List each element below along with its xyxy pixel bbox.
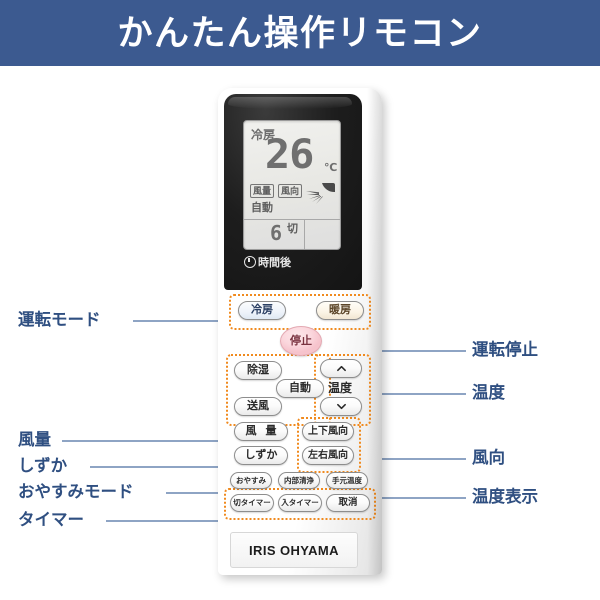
callout-timer: タイマー — [18, 511, 84, 529]
lcd-auto-text: 自動 — [251, 202, 273, 214]
quiet-button[interactable]: しずか — [234, 446, 288, 465]
stop-button[interactable]: 停止 — [280, 326, 322, 356]
callout-quiet: しずか — [18, 457, 68, 475]
remote-button-area: 冷房 暖房 停止 除湿 送風 自動 温度 風 量 しず — [218, 292, 382, 532]
leader-sleep-mode — [166, 492, 226, 494]
lcd-temperature-unit: ℃ — [324, 162, 338, 174]
heat-button[interactable]: 暖房 — [316, 301, 364, 320]
lcd-tag-air-volume: 風量 — [250, 184, 275, 198]
lcd-timer-caption: 時間後 — [258, 257, 291, 269]
callout-operation-mode: 運転モード — [18, 311, 101, 329]
temperature-down-button[interactable] — [320, 397, 362, 416]
fan-only-button[interactable]: 送風 — [234, 397, 282, 416]
lcd-temperature-value: 26 — [264, 132, 315, 178]
air-volume-button[interactable]: 風 量 — [234, 422, 288, 441]
temperature-label: 温度 — [327, 381, 352, 395]
remote-display-panel: 冷房 26 ℃ 風量 風向 自動 — [224, 94, 362, 290]
page-header: かんたん操作リモコン — [0, 0, 600, 66]
page-title: かんたん操作リモコン — [117, 13, 483, 53]
fan-airflow-icon — [306, 183, 335, 204]
leftright-wind-direction-button[interactable]: 左右風向 — [302, 446, 354, 465]
lcd-timer-kiri: 切 — [287, 223, 298, 235]
lcd-vertical-divider — [304, 219, 305, 249]
lcd-mode-text: 冷房 — [251, 128, 276, 142]
leader-wind-direction — [378, 458, 466, 460]
leader-operation-mode — [133, 320, 225, 322]
remote-control-body: 冷房 26 ℃ 風量 風向 自動 — [218, 88, 382, 575]
leader-air-volume — [62, 440, 226, 442]
hand-temperature-button[interactable]: 手元温度 — [326, 472, 368, 489]
auto-button[interactable]: 自動 — [276, 379, 324, 398]
chevron-down-icon — [336, 403, 346, 410]
brand-plate: IRIS OHYAMA — [230, 532, 358, 568]
callout-operation-stop: 運転停止 — [472, 341, 538, 359]
internal-clean-button[interactable]: 内部清浄 — [278, 472, 320, 489]
chevron-up-icon — [336, 365, 346, 372]
lcd-tag-air-direction: 風向 — [278, 184, 303, 198]
lcd-screen: 冷房 26 ℃ 風量 風向 自動 — [243, 120, 341, 250]
dehumidify-button[interactable]: 除湿 — [234, 361, 282, 380]
on-timer-button[interactable]: 入タイマー — [278, 494, 322, 512]
leader-timer — [106, 520, 226, 522]
cancel-button[interactable]: 取消 — [326, 494, 370, 512]
off-timer-button[interactable]: 切タイマー — [230, 494, 274, 512]
leader-temperature-display — [362, 497, 466, 499]
temperature-up-button[interactable] — [320, 359, 362, 378]
callout-sleep-mode: おやすみモード — [18, 483, 134, 501]
leader-operation-stop — [318, 350, 466, 352]
lcd-timer-value: 6 — [270, 221, 283, 245]
leader-temperature — [368, 393, 466, 395]
lcd-timer-caption-group: 時間後 — [244, 254, 291, 270]
leader-quiet — [90, 466, 226, 468]
callout-air-volume: 風量 — [18, 431, 51, 449]
callout-temperature: 温度 — [472, 384, 505, 402]
clock-icon — [244, 256, 256, 268]
lcd-tag-group: 風量 風向 — [250, 184, 303, 198]
updown-wind-direction-button[interactable]: 上下風向 — [302, 422, 354, 441]
cool-button[interactable]: 冷房 — [238, 301, 286, 320]
brand-name: IRIS OHYAMA — [249, 542, 339, 558]
callout-temperature-display: 温度表示 — [472, 488, 538, 506]
lcd-divider — [244, 219, 340, 220]
callout-wind-direction: 風向 — [472, 449, 505, 467]
sleep-button[interactable]: おやすみ — [230, 472, 272, 489]
remote-side-edge — [367, 88, 382, 575]
